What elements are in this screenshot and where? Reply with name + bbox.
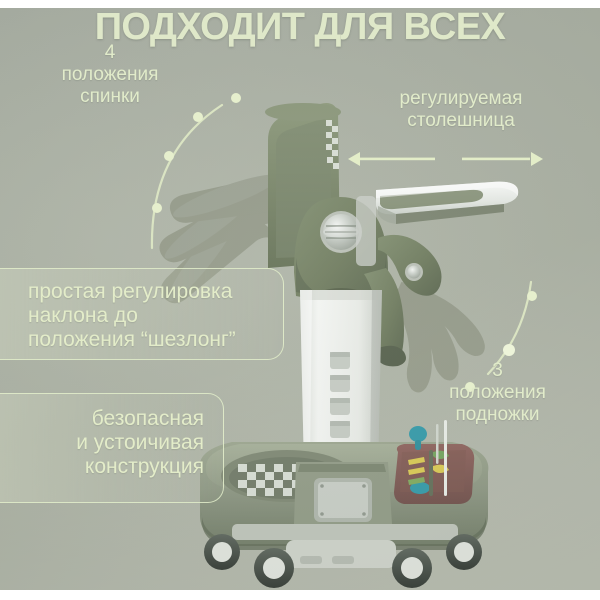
feature-card-tilt-frame xyxy=(0,268,284,360)
bottom-white-band xyxy=(0,590,600,600)
feature-card-safety-frame xyxy=(0,393,224,503)
product-tray-top xyxy=(376,181,519,224)
page-title: ПОДХОДИТ ДЛЯ ВСЕХ xyxy=(94,6,506,48)
product-base xyxy=(199,420,489,588)
product-column xyxy=(300,290,382,470)
feature-card-tilt: простая регулировка наклона до положения… xyxy=(0,268,284,360)
top-white-band xyxy=(0,0,600,8)
feature-card-tilt-text: простая регулировка наклона до положения… xyxy=(28,280,236,351)
feature-card-safety: безопасная и устоичивая конструкция xyxy=(0,393,224,503)
feature-card-safety-text: безопасная и устоичивая конструкция xyxy=(76,407,204,478)
feature-label-footrest: 3 положения подножки xyxy=(449,360,546,426)
feature-label-tabletop: регулируемая столешница xyxy=(399,88,523,132)
product-wheels xyxy=(204,534,482,588)
toy-figures xyxy=(408,420,449,496)
product-tray-arm xyxy=(356,196,442,296)
feature-label-backrest: 4 положения спинки xyxy=(61,42,159,108)
